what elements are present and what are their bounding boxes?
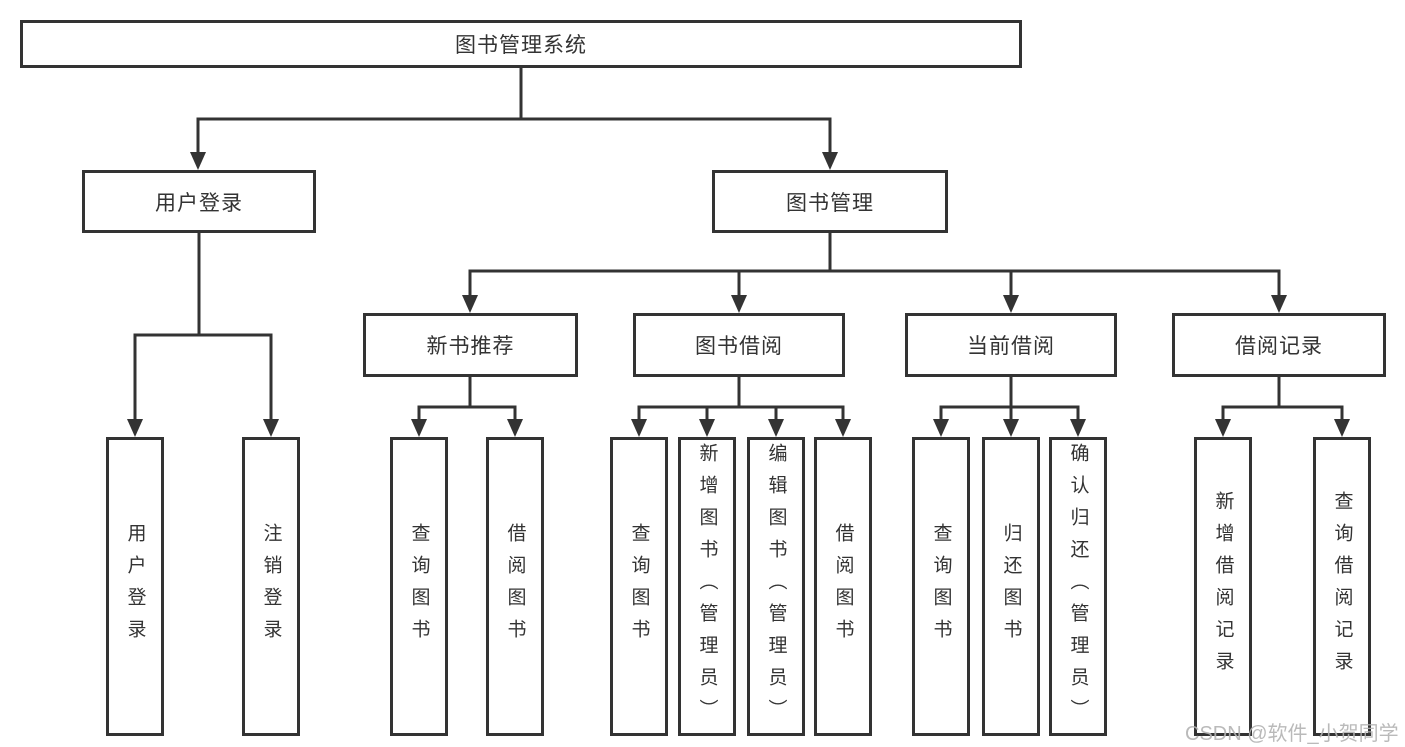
node-book-management-label: 图书管理 — [786, 191, 874, 215]
leaf-newbooks-borrow: 借阅图书 — [486, 437, 544, 736]
leaf-user-login-label: 用户登录 — [124, 522, 146, 651]
leaf-current-query: 查询图书 — [912, 437, 970, 736]
arrow-down-icon — [1070, 419, 1086, 437]
arrow-down-icon — [462, 295, 478, 313]
leaf-borrow-edit-admin-label: 编辑图书（管理员） — [765, 442, 787, 731]
leaf-current-confirm-admin: 确认归还（管理员） — [1049, 437, 1107, 736]
leaf-current-return: 归还图书 — [982, 437, 1040, 736]
node-new-book-recommend-label: 新书推荐 — [426, 335, 515, 358]
node-book-management: 图书管理 — [712, 170, 948, 233]
leaf-borrow-query-label: 查询图书 — [628, 522, 650, 651]
leaf-current-confirm-admin-label: 确认归还（管理员） — [1067, 442, 1089, 731]
arrow-down-icon — [263, 419, 279, 437]
leaf-newbooks-borrow-label: 借阅图书 — [504, 522, 526, 651]
arrow-down-icon — [933, 419, 949, 437]
leaf-user-login: 用户登录 — [106, 437, 164, 736]
arrow-down-icon — [507, 419, 523, 437]
leaf-records-add: 新增借阅记录 — [1194, 437, 1252, 736]
arrow-down-icon — [411, 419, 427, 437]
connector-current-branch — [939, 377, 1080, 420]
leaf-borrow-add-admin: 新增图书（管理员） — [678, 437, 736, 736]
arrow-down-icon — [1334, 419, 1350, 437]
leaf-newbooks-query: 查询图书 — [390, 437, 448, 736]
node-current-borrow: 当前借阅 — [905, 313, 1117, 377]
node-borrow-records: 借阅记录 — [1172, 313, 1386, 377]
arrow-down-icon — [1271, 295, 1287, 313]
leaf-borrow-query: 查询图书 — [610, 437, 668, 736]
arrow-down-icon — [1215, 419, 1231, 437]
arrow-down-icon — [1003, 295, 1019, 313]
leaf-current-return-label: 归还图书 — [1000, 522, 1022, 651]
leaf-newbooks-query-label: 查询图书 — [408, 522, 430, 651]
connector-borrow-branch — [637, 377, 845, 420]
arrow-down-icon — [127, 419, 143, 437]
connector-records-branch — [1221, 377, 1344, 420]
leaf-records-query: 查询借阅记录 — [1313, 437, 1371, 736]
leaf-records-query-label: 查询借阅记录 — [1331, 490, 1353, 683]
arrow-down-icon — [699, 419, 715, 437]
connector-root-to-level1 — [196, 68, 832, 153]
arrow-down-icon — [1003, 419, 1019, 437]
connector-login-branch — [133, 233, 273, 420]
leaf-borrow-borrow-label: 借阅图书 — [832, 522, 854, 651]
node-book-borrow-label: 图书借阅 — [695, 335, 783, 358]
node-borrow-records-label: 借阅记录 — [1235, 335, 1323, 358]
leaf-borrow-add-admin-label: 新增图书（管理员） — [696, 442, 718, 731]
node-new-book-recommend: 新书推荐 — [363, 313, 578, 377]
arrow-down-icon — [731, 295, 747, 313]
node-current-borrow-label: 当前借阅 — [967, 335, 1055, 358]
csdn-watermark: CSDN @软件_小贺同学 — [1185, 723, 1399, 745]
leaf-borrow-edit-admin: 编辑图书（管理员） — [747, 437, 805, 736]
arrow-down-icon — [631, 419, 647, 437]
node-user-login: 用户登录 — [82, 170, 316, 233]
connector-bookmgmt-to-level2 — [468, 233, 1281, 296]
arrow-down-icon — [768, 419, 784, 437]
leaf-current-query-label: 查询图书 — [930, 522, 952, 651]
arrow-down-icon — [190, 152, 206, 170]
node-book-borrow: 图书借阅 — [633, 313, 845, 377]
node-system-root: 图书管理系统 — [20, 20, 1022, 68]
arrow-down-icon — [822, 152, 838, 170]
leaf-logout: 注销登录 — [242, 437, 300, 736]
arrow-down-icon — [835, 419, 851, 437]
leaf-borrow-borrow: 借阅图书 — [814, 437, 872, 736]
connector-newbooks-branch — [417, 377, 517, 420]
leaf-logout-label: 注销登录 — [260, 522, 282, 651]
node-user-login-label: 用户登录 — [155, 191, 243, 215]
node-system-root-label: 图书管理系统 — [455, 34, 587, 57]
leaf-records-add-label: 新增借阅记录 — [1212, 490, 1234, 683]
